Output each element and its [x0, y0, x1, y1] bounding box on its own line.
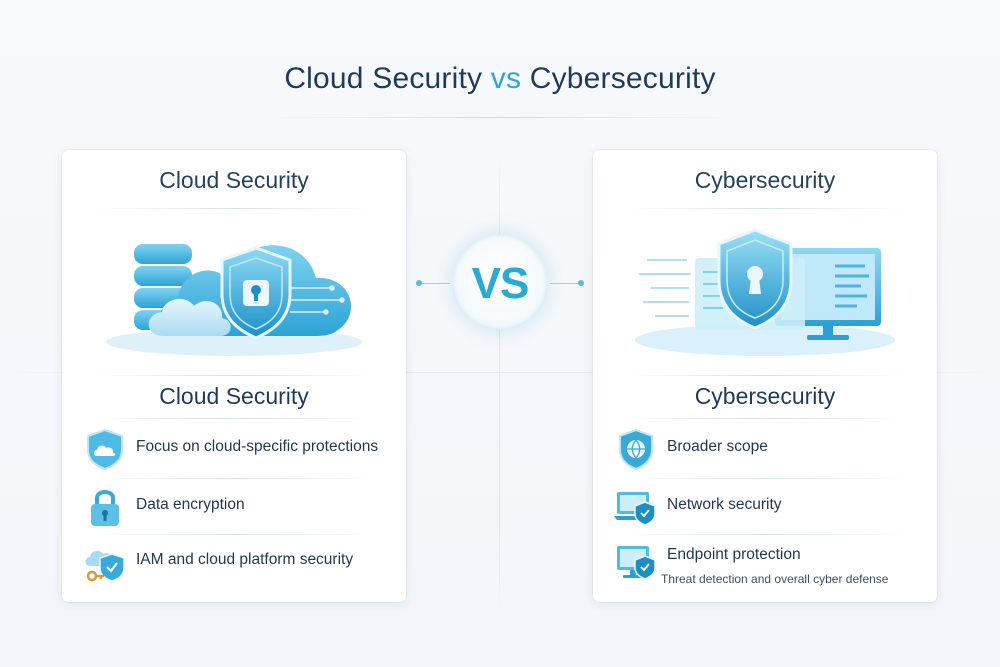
center-divider — [499, 150, 500, 620]
item-label: Broader scope — [667, 438, 768, 455]
card-divider — [621, 534, 909, 535]
card-divider — [90, 208, 378, 209]
card-divider — [90, 418, 378, 419]
list-item: Broader scope — [613, 426, 933, 476]
title-divider — [260, 117, 740, 118]
list-item: Network security — [613, 484, 933, 534]
item-label: IAM and cloud platform security — [136, 551, 354, 568]
card-divider — [90, 375, 378, 376]
vs-text: VS — [471, 259, 530, 308]
card-divider — [621, 208, 909, 209]
title-vs: vs — [490, 62, 522, 95]
card-divider — [90, 534, 378, 535]
cloud-card-subtitle: Cloud Security — [159, 383, 309, 409]
horizontal-guide — [0, 372, 1000, 373]
monitor-shield-icon — [617, 546, 656, 580]
cloud-card-title: Cloud Security — [159, 167, 309, 193]
cloud-server-shield-icon — [106, 244, 362, 356]
padlock-icon — [91, 490, 119, 526]
cloud-security-card: Cloud Security — [62, 150, 406, 602]
monitor-shield-icon — [635, 228, 895, 356]
title-left: Cloud Security — [284, 62, 483, 95]
left-connector — [416, 280, 450, 286]
item-note: Threat detection and overall cyber defen… — [661, 572, 889, 586]
laptop-shield-icon — [614, 492, 656, 526]
list-item: Data encryption — [82, 484, 402, 534]
page-title: Cloud Security vs Cybersecurity — [0, 62, 1000, 96]
card-divider — [621, 418, 909, 419]
vs-badge: VS — [452, 234, 548, 330]
globe-shield-icon — [619, 428, 653, 471]
item-label: Network security — [667, 496, 782, 513]
list-item: IAM and cloud platform security — [82, 540, 402, 590]
cloud-shield-icon — [87, 428, 123, 471]
item-label: Focus on cloud-specific protections — [136, 438, 379, 455]
card-divider — [621, 478, 909, 479]
list-item: Endpoint protection Threat detection and… — [613, 540, 933, 590]
cyber-card-subtitle: Cybersecurity — [694, 383, 836, 409]
title-right: Cybersecurity — [529, 62, 716, 95]
cyber-card-title: Cybersecurity — [694, 167, 836, 193]
cloud-key-icon — [85, 550, 125, 582]
card-divider — [90, 478, 378, 479]
list-item: Focus on cloud-specific protections — [82, 426, 402, 476]
cybersecurity-card: Cybersecurity — [593, 150, 937, 602]
right-connector — [550, 280, 584, 286]
item-label: Data encryption — [136, 496, 245, 513]
card-divider — [621, 375, 909, 376]
item-label: Endpoint protection — [667, 546, 801, 563]
